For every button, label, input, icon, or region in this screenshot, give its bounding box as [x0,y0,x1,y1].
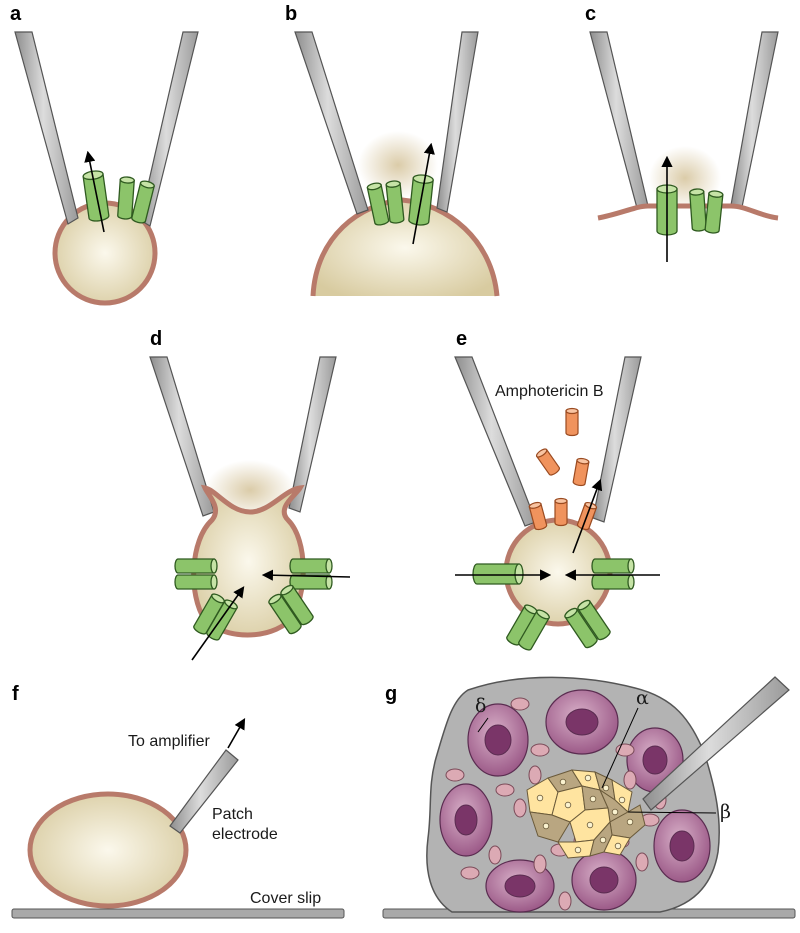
alpha-cell-label: α [636,687,649,709]
pipette-right-wall [730,31,779,208]
current-arrow [572,478,603,554]
pipette-left-wall [149,356,215,517]
current-arrow [84,150,105,233]
cell-body [313,200,497,296]
alpha-beta-cluster [526,769,646,859]
cell-body [27,791,189,909]
pipette-left-wall [14,31,79,225]
panel-c: c [585,3,779,262]
delta-cells [439,689,711,913]
beta-cell-label: β [720,801,731,823]
amplifier-arrow [227,718,246,749]
current-arrow [191,586,245,661]
coverslip-label: Cover slip [250,890,321,907]
amphotericin-label: Amphotericin B [495,383,604,400]
pipette-right-wall [592,356,642,523]
panel-e-letter: e [456,328,467,350]
panel-b-letter: b [285,3,297,25]
pipette-right-wall [139,31,199,227]
membrane-sheet [597,203,779,221]
amphotericin-molecule [528,407,598,532]
pipette-right-wall [436,31,479,213]
panel-d: d [149,328,351,661]
current-arrow [261,569,351,581]
patch-electrode [169,749,239,834]
panel-g-letter: g [385,683,397,705]
patch-electrode [642,676,790,811]
panel-c-letter: c [585,3,596,25]
panel-g: g [382,676,796,919]
pipette-left-wall [589,31,649,209]
electrode-label-line1: Patch [212,806,253,823]
panel-b: b [285,3,500,297]
panel-d-letter: d [150,328,162,350]
pipette-right-wall [288,356,337,513]
alpha-leader-line [601,707,639,789]
panel-f-letter: f [12,683,19,705]
delta-cell-label: δ [475,695,486,717]
panel-a: a [10,3,199,306]
panel-e: e Amphotericin B [454,328,660,653]
panel-a-letter: a [10,3,22,25]
cover-slip [11,908,345,919]
pipette-left-wall [294,31,369,215]
amplifier-label: To amplifier [128,733,210,750]
panel-f: f To amplifier Patch electrode Cover sli… [11,683,345,919]
beta-leader-line [627,811,717,814]
current-arrow [412,142,435,245]
delta-leader-line [477,717,489,733]
electrode-label-line2: electrode [212,826,278,843]
